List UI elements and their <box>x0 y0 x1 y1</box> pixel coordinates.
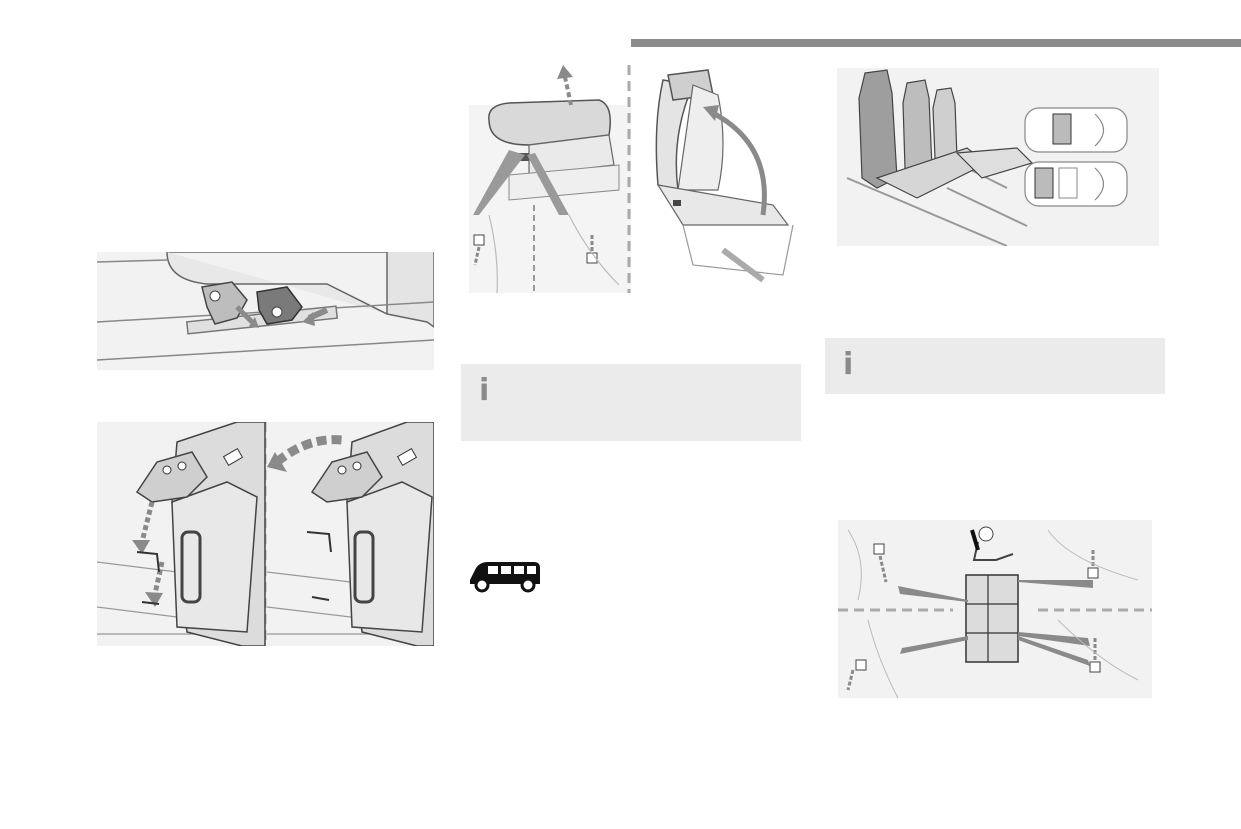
van-icon <box>466 558 544 594</box>
info-note-2: i <box>825 338 1165 394</box>
header-rule <box>631 39 1241 47</box>
armrest-lift-figure <box>469 65 631 293</box>
seat-fold-sequence-figure <box>97 422 434 646</box>
info-icon: i <box>479 373 490 408</box>
info-note-1: i <box>461 364 801 441</box>
seat-backrest-tilt-figure <box>633 65 801 293</box>
bench-seat-layout-figure <box>837 68 1159 246</box>
seat-rail-lock-figure <box>97 252 434 370</box>
info-icon: i <box>843 347 854 382</box>
rear-seat-release-diagram <box>838 520 1152 698</box>
